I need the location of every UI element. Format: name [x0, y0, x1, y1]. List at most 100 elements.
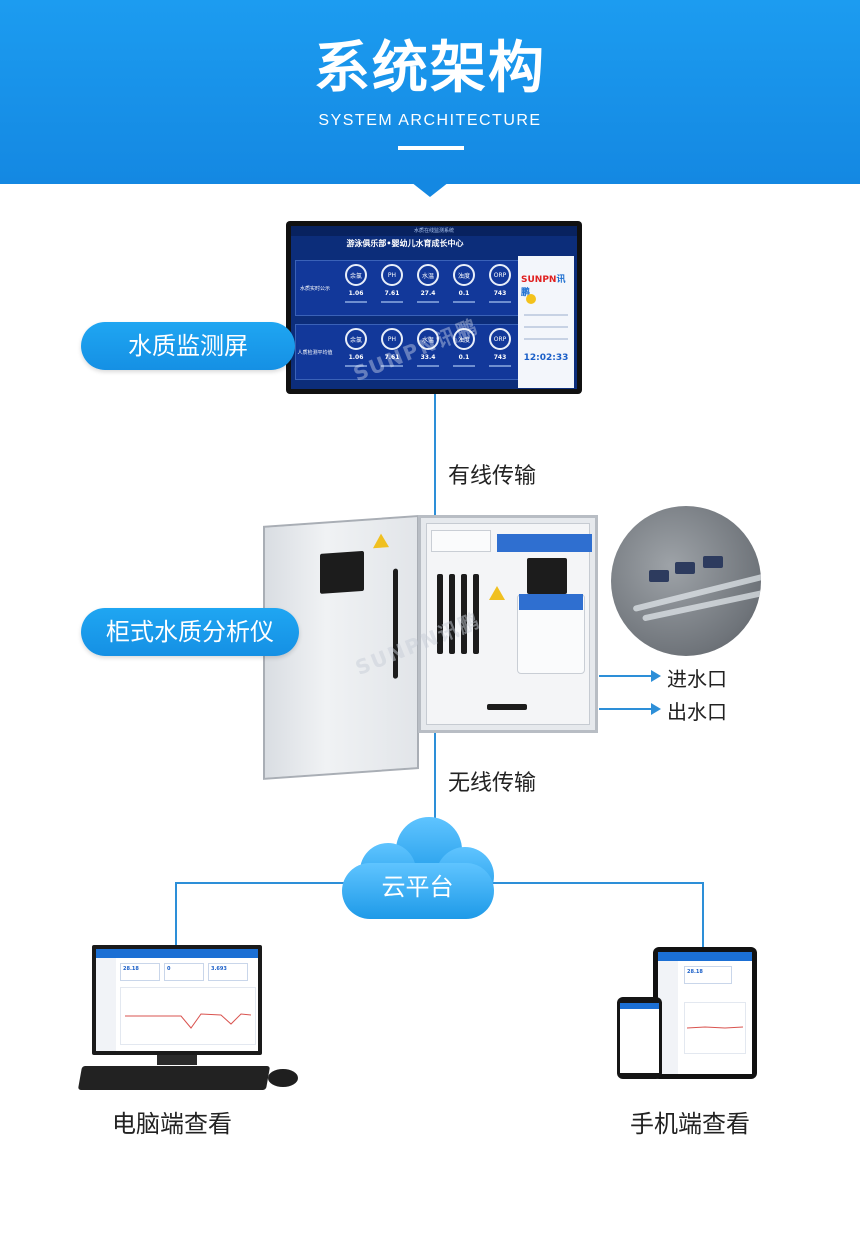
gauge-value: 7.61 [384, 354, 400, 361]
breaker [431, 530, 491, 552]
gauge-bar [345, 301, 367, 303]
gauge: 水温 33.4 [413, 328, 443, 378]
fitting-closeup-photo [611, 506, 761, 656]
page-subtitle: SYSTEM ARCHITECTURE [318, 112, 542, 129]
gauge-bar [453, 301, 475, 303]
mouse [268, 1069, 298, 1087]
gauge: ORP 743 [485, 264, 515, 314]
cloud-icon [340, 817, 495, 921]
trend-chart [120, 987, 256, 1045]
connector-cloud-left [176, 882, 344, 884]
gauge-value: 1.06 [348, 354, 364, 361]
trend-line [125, 1013, 252, 1029]
sensor-probe [461, 574, 467, 654]
connector-to-pc [175, 882, 177, 946]
outlet-arrow [599, 703, 661, 715]
page-title: 系统架构 [314, 36, 546, 101]
cabinet-body: SUNPN讯鹏 [352, 515, 598, 733]
gauge-bar [489, 365, 511, 367]
gauge-value: 1.06 [348, 290, 364, 297]
divider [524, 326, 568, 328]
gauge-value: 743 [493, 290, 507, 297]
screen-row-realtime: 水质实时公示 余氯 1.06 PH 7.61 水温 27.4 浊度 0.1 ORP 743 [295, 260, 521, 316]
app-sidebar [96, 958, 116, 1051]
connector-screen-cabinet [434, 394, 436, 516]
divider [524, 338, 568, 340]
gauge: ORP 743 [485, 328, 515, 378]
label-wired: 有线传输 [448, 464, 537, 489]
gauge-value: 33.4 [420, 354, 436, 361]
gauge-value: 27.4 [420, 290, 436, 297]
sun-icon [526, 294, 536, 304]
gauge: PH 7.61 [377, 264, 407, 314]
sensor-probe [449, 574, 455, 654]
app-navbar [658, 952, 752, 961]
gauge-bar [453, 365, 475, 367]
gauge-circle: ORP [489, 264, 511, 286]
tablet-screen: 28.18 [658, 952, 752, 1074]
fitting [675, 562, 695, 574]
app-navbar [96, 949, 258, 958]
pc-screen: 28.18 0 3.693 [96, 949, 258, 1051]
trend-chart [684, 1002, 746, 1054]
label-monitor-screen: 水质监测屏 [81, 322, 295, 370]
gauge-value: 0.1 [458, 354, 470, 361]
header-banner [0, 0, 860, 184]
gauge-bar [417, 301, 439, 303]
turbidity-top [519, 594, 583, 610]
label-cabinet-analyzer: 柜式水质分析仪 [81, 608, 299, 656]
cloud-part [342, 863, 494, 919]
gauge-bar [417, 365, 439, 367]
door-display [320, 550, 364, 594]
gauge-circle: ORP [489, 328, 511, 350]
connector-cloud-right [492, 882, 704, 884]
inlet-arrow [599, 670, 661, 682]
pc-monitor: 28.18 0 3.693 [92, 945, 262, 1055]
gauge-circle: 浊度 [453, 264, 475, 286]
cabinet-interior [426, 523, 592, 725]
gauge-circle: 水温 [417, 264, 439, 286]
fitting [703, 556, 723, 568]
tablet: 28.18 [653, 947, 757, 1079]
gauge: 余氯 1.06 [341, 264, 371, 314]
gauge-bar [381, 301, 403, 303]
gauge-circle: PH [381, 264, 403, 286]
connector-cabinet-cloud [434, 733, 436, 823]
keyboard [77, 1066, 271, 1090]
screen-side-panel: SUNPN讯鹏 12:02:33 [518, 256, 574, 388]
clock: 12:02:33 [523, 353, 569, 363]
label-cloud-platform: 云平台 [381, 873, 454, 901]
brand-logo: SUNPN讯鹏 [521, 272, 574, 298]
gauge-bar [345, 365, 367, 367]
brand-name-en: SUNPN [521, 275, 557, 285]
gauge-value: 7.61 [384, 290, 400, 297]
label-outlet: 出水口 [667, 700, 727, 724]
title-underline [398, 146, 464, 150]
pipe-fitting [487, 704, 527, 710]
gauge-circle: 余氯 [345, 328, 367, 350]
row-label: 水质实时公示 [299, 285, 330, 292]
gauge-circle: 余氯 [345, 264, 367, 286]
gauge-value: 743 [493, 354, 507, 361]
app-navbar [620, 1003, 659, 1009]
controller [527, 558, 567, 594]
value-card: 0 [164, 963, 204, 981]
screen-topbar: 水质在线监测系统 [291, 226, 577, 236]
value-card: 28.18 [684, 966, 732, 984]
gauge-value: 0.1 [458, 290, 470, 297]
row-label: 人质检测平均值 [297, 349, 333, 356]
brand-name-cn: 讯鹏 [521, 275, 566, 298]
gauge-bar [489, 301, 511, 303]
warning-icon [373, 533, 389, 549]
label-pc-view: 电脑端查看 [112, 1110, 232, 1138]
gauge-circle: 水温 [417, 328, 439, 350]
sensor-probe [437, 574, 443, 654]
label-wireless: 无线传输 [448, 771, 537, 796]
warning-icon [489, 586, 505, 600]
